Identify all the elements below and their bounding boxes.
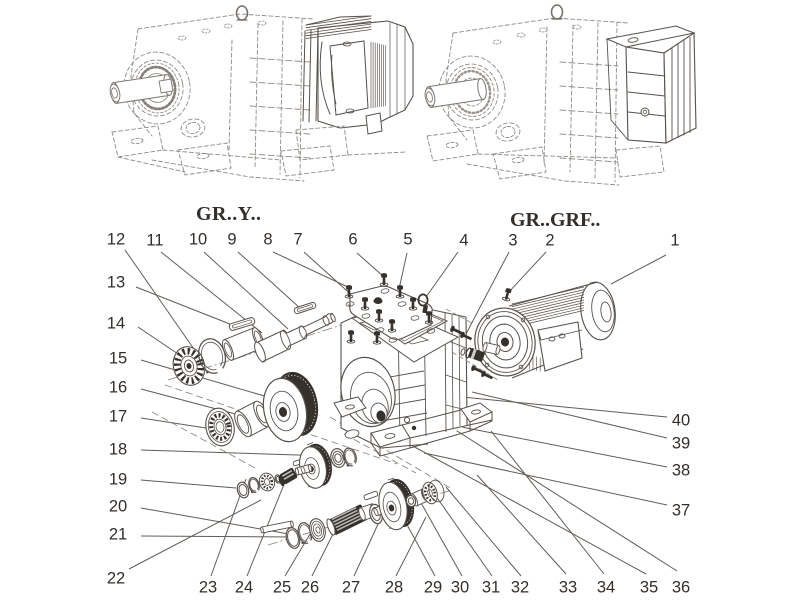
svg-text:31: 31 xyxy=(482,579,500,597)
svg-text:18: 18 xyxy=(109,441,127,459)
svg-text:34: 34 xyxy=(597,579,615,597)
svg-text:30: 30 xyxy=(451,579,469,597)
svg-text:21: 21 xyxy=(109,526,127,544)
svg-text:33: 33 xyxy=(559,579,577,597)
svg-text:26: 26 xyxy=(301,579,319,597)
svg-text:24: 24 xyxy=(235,579,253,597)
svg-text:4: 4 xyxy=(459,232,468,250)
svg-text:38: 38 xyxy=(672,462,690,480)
svg-text:13: 13 xyxy=(107,274,125,292)
svg-text:16: 16 xyxy=(109,379,127,397)
svg-text:25: 25 xyxy=(273,579,291,597)
svg-text:23: 23 xyxy=(199,579,217,597)
svg-text:15: 15 xyxy=(109,350,127,368)
svg-text:37: 37 xyxy=(672,502,690,520)
svg-text:39: 39 xyxy=(672,435,690,453)
svg-text:3: 3 xyxy=(508,232,517,250)
svg-text:17: 17 xyxy=(109,408,127,426)
svg-text:20: 20 xyxy=(109,498,127,516)
svg-text:12: 12 xyxy=(107,231,125,249)
svg-text:22: 22 xyxy=(107,570,125,588)
svg-text:35: 35 xyxy=(640,579,658,597)
svg-text:GR..GRF..: GR..GRF.. xyxy=(510,209,600,231)
svg-text:14: 14 xyxy=(107,315,125,333)
svg-text:36: 36 xyxy=(672,579,690,597)
svg-text:27: 27 xyxy=(342,579,360,597)
svg-text:1: 1 xyxy=(670,232,679,250)
svg-text:10: 10 xyxy=(189,231,207,249)
svg-text:6: 6 xyxy=(348,231,357,249)
svg-text:40: 40 xyxy=(672,412,690,430)
svg-text:29: 29 xyxy=(424,579,442,597)
svg-text:11: 11 xyxy=(146,232,163,250)
svg-text:28: 28 xyxy=(385,579,403,597)
svg-text:32: 32 xyxy=(511,579,529,597)
svg-text:2: 2 xyxy=(545,232,554,250)
svg-text:5: 5 xyxy=(403,231,412,249)
svg-text:19: 19 xyxy=(109,471,127,489)
svg-text:7: 7 xyxy=(293,231,302,249)
svg-text:GR..Y..: GR..Y.. xyxy=(196,203,261,225)
svg-text:9: 9 xyxy=(227,231,236,249)
svg-text:8: 8 xyxy=(263,231,272,249)
